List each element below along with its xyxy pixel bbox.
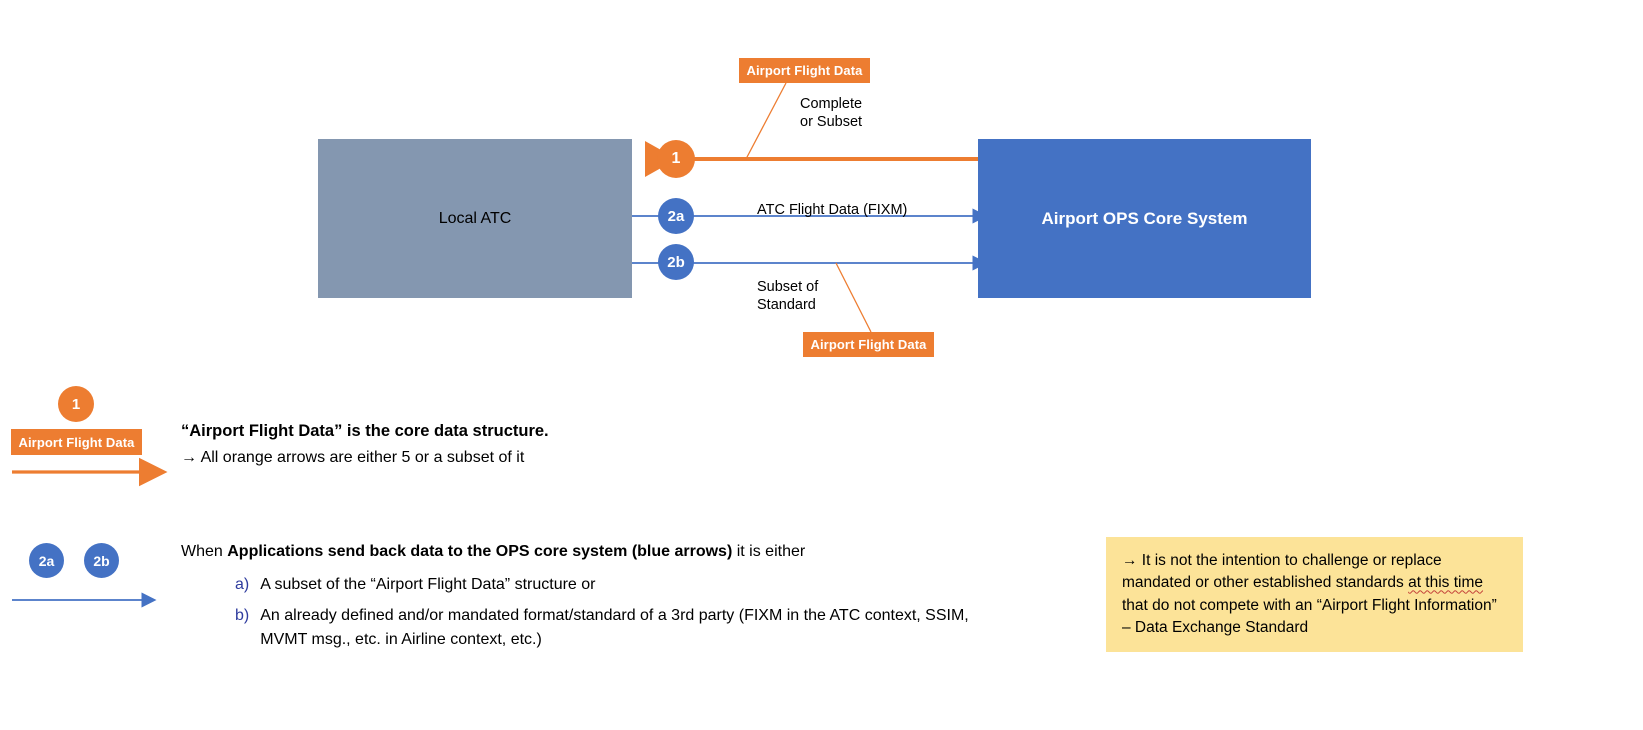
legend-badge-2b-label: 2b bbox=[93, 552, 110, 569]
caption-atc-flight-data-fixm: ATC Flight Data (FIXM) bbox=[757, 201, 907, 219]
legend-badge-2a: 2a bbox=[29, 543, 64, 578]
callout-text-pre: → It is not the intention to challenge o… bbox=[1122, 552, 1442, 592]
badge-step-2b[interactable]: 2b bbox=[658, 244, 694, 280]
legend-badge-2b: 2b bbox=[84, 543, 119, 578]
node-local-atc[interactable]: Local ATC bbox=[318, 139, 632, 298]
legend-tag-label: Airport Flight Data bbox=[18, 434, 135, 450]
badge-step-2b-label: 2b bbox=[667, 253, 685, 271]
list-item: a) A subset of the “Airport Flight Data”… bbox=[181, 573, 1011, 596]
caption-subset-line1: Subset of bbox=[757, 279, 819, 295]
badge-step-1[interactable]: 1 bbox=[657, 140, 695, 178]
node-airport-ops-core-system[interactable]: Airport OPS Core System bbox=[978, 139, 1311, 298]
list-item-marker-a: a) bbox=[235, 576, 250, 594]
caption-complete-or-subset: Complete or Subset bbox=[800, 95, 920, 131]
tag-bottom-label: Airport Flight Data bbox=[810, 337, 927, 352]
badge-step-2a[interactable]: 2a bbox=[658, 198, 694, 234]
list-item-text-b: An already defined and/or mandated forma… bbox=[260, 607, 969, 648]
caption-complete-line1: Complete bbox=[800, 96, 863, 112]
badge-step-1-label: 1 bbox=[671, 150, 681, 167]
node-local-atc-label: Local ATC bbox=[438, 209, 512, 227]
legend-badge-1: 1 bbox=[58, 386, 94, 422]
callout-standards-note: → It is not the intention to challenge o… bbox=[1106, 537, 1523, 652]
legend-blue-list: a) A subset of the “Airport Flight Data”… bbox=[181, 573, 1011, 651]
tag-airport-flight-data-bottom[interactable]: Airport Flight Data bbox=[803, 332, 934, 357]
legend-orange-heading: “Airport Flight Data” is the core data s… bbox=[181, 422, 549, 440]
legend-orange-text: “Airport Flight Data” is the core data s… bbox=[181, 420, 881, 469]
legend-blue-intro-pre: When bbox=[181, 543, 228, 560]
list-item-marker-b: b) bbox=[235, 607, 250, 625]
legend-blue-intro-post: it is either bbox=[732, 543, 806, 560]
callout-text-post: that do not compete with an “Airport Fli… bbox=[1122, 596, 1497, 637]
tag-airport-flight-data-top[interactable]: Airport Flight Data bbox=[739, 58, 870, 83]
node-ops-core-label: Airport OPS Core System bbox=[1041, 208, 1248, 228]
legend-orange-sub: → All orange arrows are either 5 or a su… bbox=[181, 448, 525, 466]
tag-top-label: Airport Flight Data bbox=[746, 63, 863, 78]
leader-top-tag bbox=[745, 82, 787, 160]
legend-blue-intro: When Applications send back data to the … bbox=[181, 540, 1011, 563]
legend-blue-text: When Applications send back data to the … bbox=[181, 540, 1011, 659]
caption-subset-of-standard: Subset of Standard bbox=[757, 278, 877, 314]
legend-tag-airport-flight-data: Airport Flight Data bbox=[11, 429, 142, 455]
caption-subset-line2: Standard bbox=[757, 297, 816, 314]
callout-text-squiggle: at this time bbox=[1408, 574, 1484, 592]
legend-blue-intro-bold: Applications send back data to the OPS c… bbox=[227, 543, 733, 560]
legend-badge-2a-label: 2a bbox=[38, 552, 55, 569]
caption-complete-line2: or Subset bbox=[800, 114, 863, 131]
caption-atc-fixm-text: ATC Flight Data (FIXM) bbox=[757, 202, 908, 218]
legend-badge-1-label: 1 bbox=[71, 395, 81, 413]
list-item: b) An already defined and/or mandated fo… bbox=[181, 604, 1011, 650]
badge-step-2a-label: 2a bbox=[667, 207, 685, 225]
list-item-text-a: A subset of the “Airport Flight Data” st… bbox=[260, 576, 596, 594]
